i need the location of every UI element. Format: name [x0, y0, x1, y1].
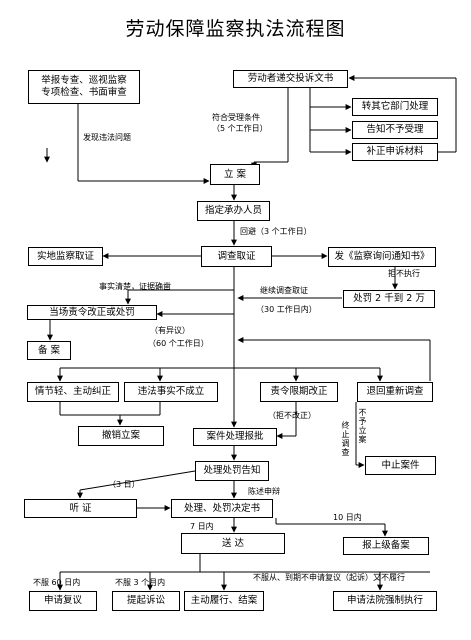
- label-objection: （有异议）: [150, 326, 190, 335]
- node-notify-not-accepted[interactable]: 告知不予受理: [352, 121, 438, 139]
- node-record[interactable]: 备 案: [27, 341, 71, 360]
- label-thirty-days: （30 工作日内）: [256, 305, 317, 314]
- node-order-correction[interactable]: 当场责令改正或处罚: [27, 305, 157, 320]
- node-delivery[interactable]: 送 达: [181, 533, 285, 554]
- node-file-lawsuit[interactable]: 提起诉讼: [112, 591, 180, 611]
- node-report-sources[interactable]: 举报专查、巡视监察专项检查、书面审查: [28, 70, 140, 104]
- node-order-deadline[interactable]: 责令限期改正: [260, 382, 338, 402]
- label-three-month-limit: 不服 3 个月内: [115, 578, 166, 587]
- label-five-days: （5 个工作日）: [212, 124, 268, 133]
- label-sixty-days: （60 个工作日）: [148, 339, 209, 348]
- node-enforcement[interactable]: 申请法院强制执行: [333, 591, 437, 611]
- node-inquiry-notice[interactable]: 发《监察询问通知书》: [328, 247, 436, 267]
- node-hearing[interactable]: 听 证: [24, 499, 137, 518]
- label-refuse-correct: （拒不改正）: [268, 411, 316, 420]
- node-complaint-docs[interactable]: 劳动者递交投诉文书: [233, 70, 348, 88]
- node-minor-corrected[interactable]: 情节轻、主动纠正: [27, 382, 119, 402]
- label-three-day-limit: （3 日）: [108, 480, 140, 489]
- node-case-filing[interactable]: 立 案: [210, 164, 260, 185]
- node-apply-review[interactable]: 申请复议: [29, 591, 97, 611]
- label-terminate-investigation: 终止调查: [341, 421, 350, 457]
- node-report-superior[interactable]: 报上级备案: [343, 537, 429, 555]
- label-sixty-day-limit: 不服 60 日内: [33, 578, 81, 587]
- label-ten-days: 10 日内: [333, 513, 362, 522]
- node-assign-handler[interactable]: 指定承办人员: [197, 201, 270, 221]
- label-not-filed: 不予立案: [358, 408, 367, 444]
- label-three-days: 回避（3 个工作日）: [240, 227, 312, 236]
- label-acceptance-conditions: 符合受理条件: [212, 113, 260, 122]
- node-violation-not-established[interactable]: 违法事实不成立: [124, 382, 218, 402]
- node-onsite-inspection[interactable]: 实地监察取证: [28, 247, 103, 266]
- node-voluntary-comply[interactable]: 主动履行、结案: [184, 591, 264, 611]
- label-refuse-execute: 拒不执行: [388, 269, 420, 278]
- page-title: 劳动保障监察执法流程图: [125, 18, 346, 40]
- label-facts-clear: 事实清楚，证据确凿: [99, 282, 171, 291]
- node-suspend-case[interactable]: 中止案件: [365, 456, 436, 475]
- node-case-report[interactable]: 案件处理报批: [193, 428, 277, 446]
- node-transfer-dept[interactable]: 转其它部门处理: [352, 98, 438, 116]
- label-no-review-no-comply: 不服从、到期不申请复议（起诉）又不履行: [253, 573, 405, 582]
- node-penalty-notice[interactable]: 处理处罚告知: [195, 461, 269, 481]
- label-seven-days: 7 日内: [190, 522, 214, 531]
- node-supplement-materials[interactable]: 补正申诉材料: [352, 143, 438, 161]
- node-penalty-decision[interactable]: 处理、处罚决定书: [171, 499, 273, 518]
- label-found-violation: 发现违法问题: [83, 133, 131, 142]
- node-revoke-case[interactable]: 撤销立案: [78, 426, 164, 446]
- node-return-reinvestigate[interactable]: 退回重新调查: [357, 382, 433, 402]
- node-fine[interactable]: 处罚 2 千到 2 万: [343, 290, 435, 308]
- label-continue-investigate: 继续调查取证: [260, 286, 308, 295]
- label-statement-defense: 陈述申辩: [248, 487, 280, 496]
- node-investigation[interactable]: 调查取证: [201, 246, 272, 267]
